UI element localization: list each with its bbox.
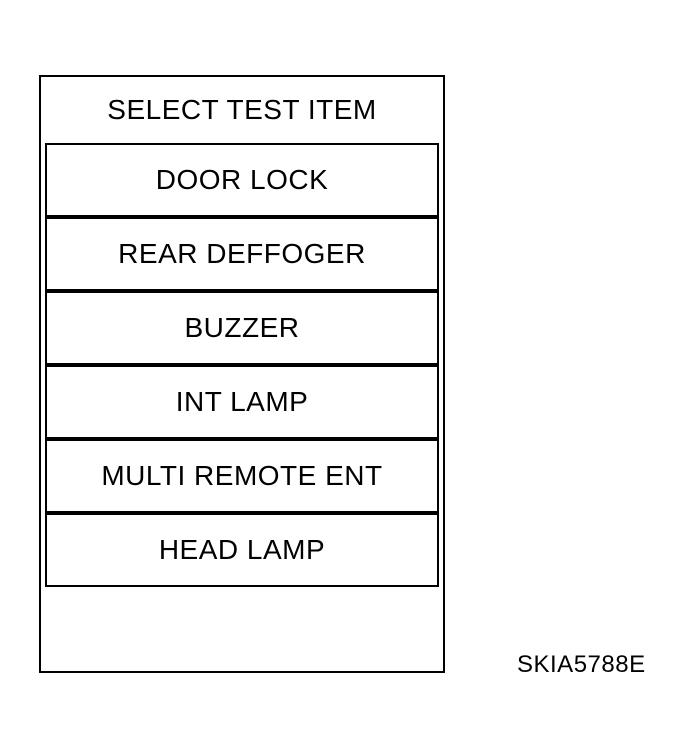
test-item-button-int-lamp[interactable]: INT LAMP	[45, 365, 439, 439]
test-item-list: DOOR LOCK REAR DEFFOGER BUZZER INT LAMP …	[45, 143, 439, 587]
screen-title: SELECT TEST ITEM	[107, 94, 377, 125]
test-item-button-door-lock[interactable]: DOOR LOCK	[45, 143, 439, 217]
test-item-button-multi-remote-ent[interactable]: MULTI REMOTE ENT	[45, 439, 439, 513]
test-item-button-buzzer[interactable]: BUZZER	[45, 291, 439, 365]
test-item-button-head-lamp[interactable]: HEAD LAMP	[45, 513, 439, 587]
figure-code-label: SKIA5788E	[517, 651, 646, 678]
test-item-button-rear-deffoger[interactable]: REAR DEFFOGER	[45, 217, 439, 291]
select-test-item-screen: SELECT TEST ITEM DOOR LOCK REAR DEFFOGER…	[39, 75, 445, 673]
